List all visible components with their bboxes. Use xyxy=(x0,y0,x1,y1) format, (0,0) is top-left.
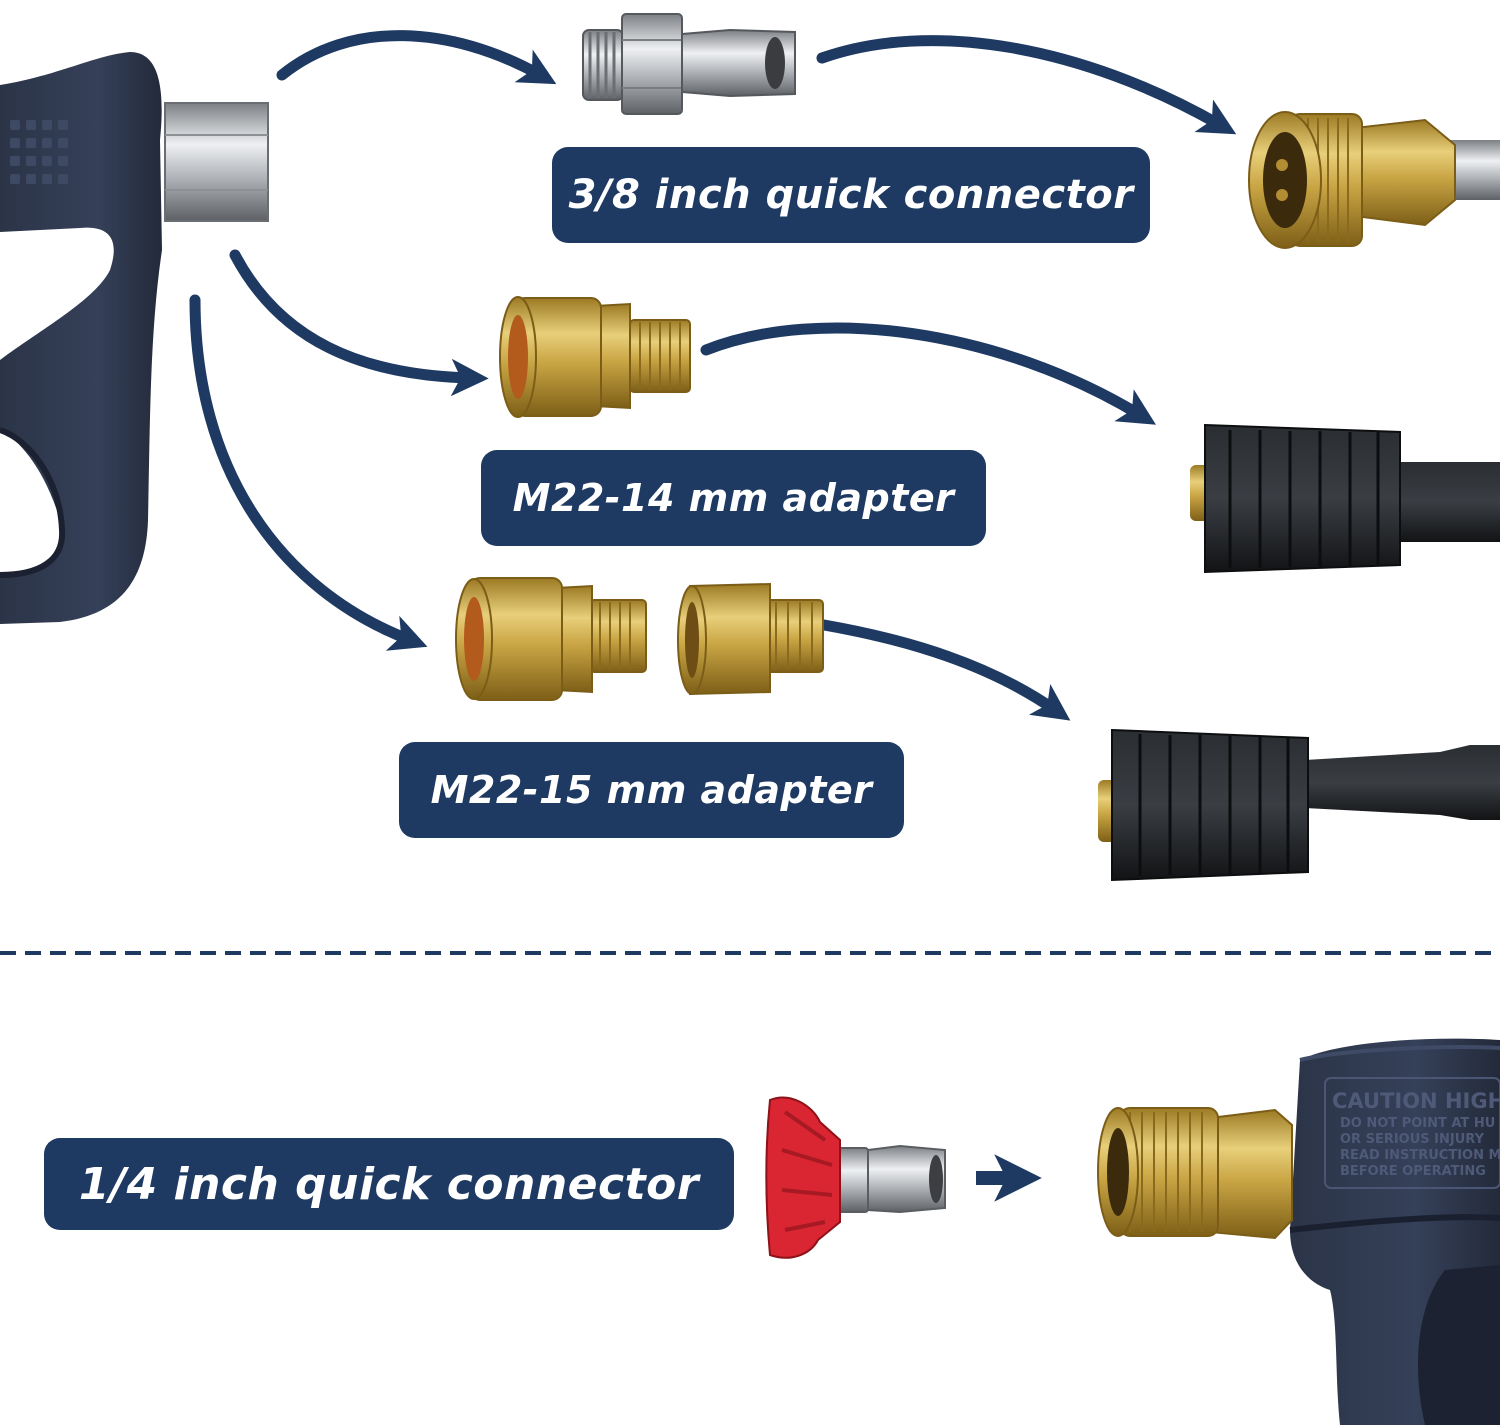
arrow-gun-to-m22-15 xyxy=(189,294,428,651)
gun-print-line5: BEFORE OPERATING xyxy=(1340,1164,1486,1179)
gun-print-line1: CAUTION HIGH xyxy=(1332,1089,1500,1113)
quick-plug-38-image xyxy=(582,13,796,115)
gun-print-line2: DO NOT POINT AT HU xyxy=(1340,1116,1495,1131)
label-m22-14-adapter: M22-14 mm adapter xyxy=(481,450,986,546)
arrow-gun-to-38-plug xyxy=(276,30,557,85)
gun-print-line3: OR SERIOUS INJURY xyxy=(1340,1132,1485,1147)
spray-gun-top-image xyxy=(0,52,269,624)
m22-15-hose-fitting-image xyxy=(1098,728,1500,882)
label-38-quick-connector: 3/8 inch quick connector xyxy=(552,147,1150,243)
brass-coupler-38-image xyxy=(1248,111,1500,249)
spray-gun-bottom-image: CAUTION HIGH DO NOT POINT AT HU OR SERIO… xyxy=(1097,1038,1500,1425)
gun-print-line4: READ INSTRUCTION M xyxy=(1340,1148,1500,1163)
flow-arrows xyxy=(189,30,1237,721)
label-14-quick-connector: 1/4 inch quick connector xyxy=(44,1138,734,1230)
nozzle-14-image xyxy=(765,1096,946,1259)
arrow-gun-to-m22-14 xyxy=(229,249,489,397)
arrow-m22-14-to-hose xyxy=(700,322,1156,425)
label-m22-15-adapter: M22-15 mm adapter xyxy=(399,742,904,838)
m22-14-adapter-image xyxy=(499,296,691,418)
arrow-38-plug-to-coupler xyxy=(816,35,1237,135)
m22-14-hose-fitting-image xyxy=(1190,423,1500,574)
m22-15-adapter-image xyxy=(455,577,824,701)
arrow-m22-15-to-hose xyxy=(818,619,1071,721)
